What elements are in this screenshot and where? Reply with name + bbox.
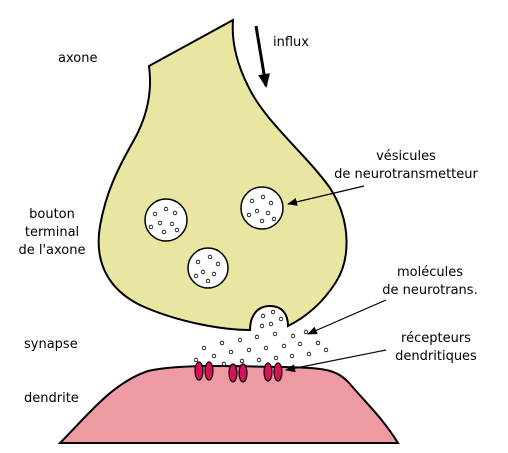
label-vesicules-line2: de neurotransmetteur	[334, 167, 478, 182]
vesicle	[187, 247, 229, 289]
label-bouton-line2: terminal	[25, 225, 79, 240]
label-molecules-line1: molécules	[397, 265, 463, 280]
vesicles-pointer-arrow	[287, 185, 365, 206]
vesicle	[144, 198, 188, 242]
receptor-pair	[228, 363, 248, 383]
label-synapse: synapse	[24, 337, 78, 352]
receptor-pair	[194, 361, 214, 381]
label-axone: axone	[58, 51, 97, 66]
label-molecules-line2: de neurotrans.	[382, 283, 477, 298]
receptors-pointer-arrow	[285, 349, 387, 373]
receptor-pair	[263, 362, 283, 382]
vesicle	[240, 186, 284, 230]
label-recepteurs-line1: récepteurs	[401, 331, 471, 346]
influx-arrow	[254, 25, 270, 88]
label-vesicules-line1: vésicules	[376, 149, 436, 164]
molecules-pointer-arrow	[307, 299, 387, 335]
label-bouton-line1: bouton	[29, 207, 75, 222]
label-dendrite: dendrite	[24, 391, 79, 406]
fusing-vesicle-molecules	[259, 309, 284, 329]
label-bouton-line3: de l'axone	[18, 243, 85, 258]
label-influx: influx	[273, 35, 309, 50]
neurotransmitter-molecules	[193, 329, 329, 367]
label-recepteurs-line2: dendritiques	[395, 349, 477, 364]
axon-terminal-shape	[97, 18, 348, 332]
